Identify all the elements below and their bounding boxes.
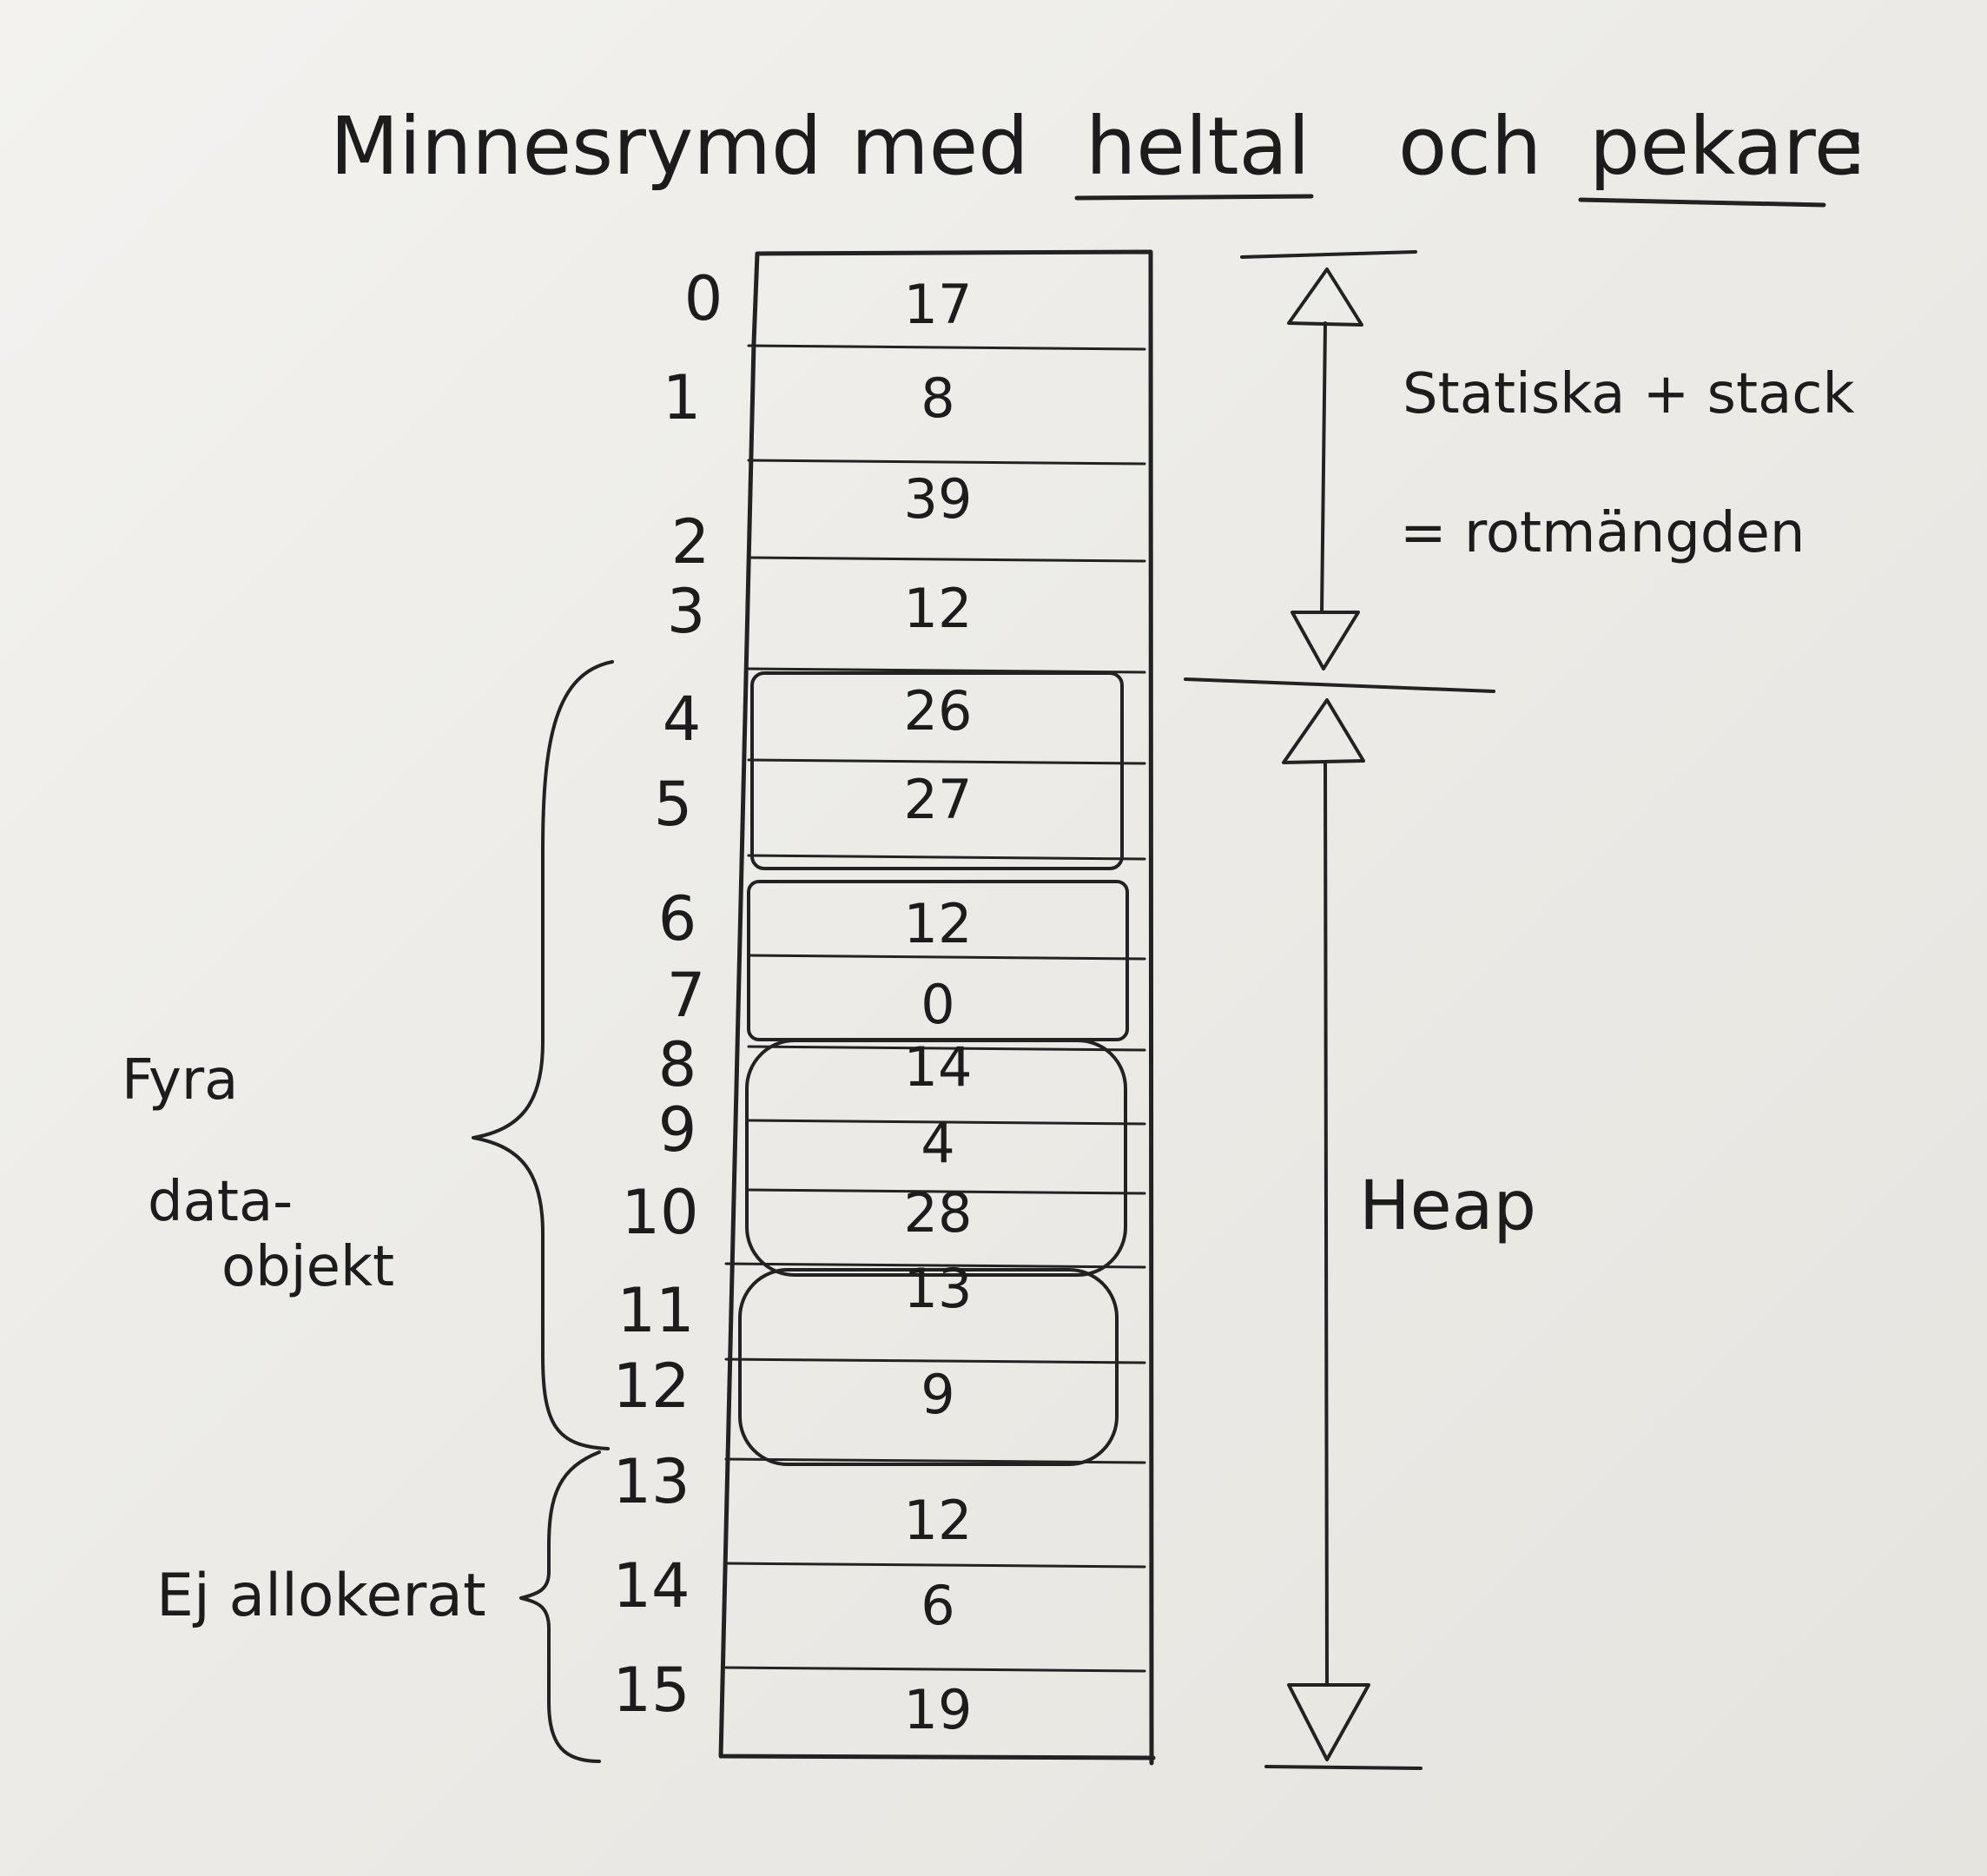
cell-divider-3 [747,556,1146,563]
cell-value-13: 12 [904,1489,973,1552]
cell-divider-8 [747,1045,1146,1052]
address-8: 8 [658,1029,697,1100]
address-3: 3 [667,576,706,647]
cell-divider-13 [724,1457,1146,1464]
underline-pekare [1578,197,1826,208]
data-object-3-box [745,1039,1127,1277]
unallocated-brace: Ej allokerat [156,1450,601,1763]
address-2: 2 [671,506,710,578]
root-heap-boundary [1184,677,1495,693]
cell-value-4: 26 [904,679,973,743]
address-11: 11 [617,1275,694,1346]
cell-value-8: 14 [904,1035,973,1099]
address-10: 10 [621,1177,698,1248]
cell-divider-1 [747,344,1146,351]
unallocated-brace-path [519,1450,601,1763]
cell-value-0: 17 [904,273,973,336]
data-objects-label-2: data- [148,1170,293,1234]
heap-bottom-tick [1264,1765,1423,1770]
cell-value-15: 19 [904,1678,973,1741]
cell-dividers [724,344,1146,1673]
address-0: 0 [684,263,723,334]
cell-value-11: 13 [904,1257,973,1320]
cell-value-1: 8 [921,367,954,430]
cell-value-3: 12 [904,577,973,640]
cell-divider-14 [724,1562,1146,1569]
underline-heltal [1074,194,1314,201]
root-down-arrowhead [1291,611,1360,670]
data-object-4-box [738,1268,1119,1466]
root-set-label-2: = rotmängden [1400,501,1805,565]
heap-range: Heap [1264,698,1536,1770]
cell-value-5: 27 [904,768,973,831]
address-9: 9 [658,1094,697,1166]
address-15: 15 [612,1655,690,1726]
cell-divider-6 [747,854,1146,861]
data-objects-label-1: Fyra [122,1048,238,1113]
data-object-1-box [750,671,1124,870]
root-top-tick [1240,250,1417,259]
title-word-6: : [1841,100,1868,193]
data-objects-label-3: objekt [221,1235,394,1299]
heap-up-arrowhead [1282,698,1365,764]
cell-value-7: 0 [921,973,954,1036]
address-7: 7 [667,960,706,1031]
address-12: 12 [612,1351,690,1422]
data-objects-brace: Fyra data- objekt [122,660,614,1450]
cell-divider-15 [724,1666,1146,1673]
title-word-4: och [1398,100,1541,193]
root-set-range: Statiska + stack = rotmängden [1184,250,1855,693]
cell-value-2: 39 [904,467,973,531]
heap-arrow-shaft [1324,761,1329,1687]
address-4: 4 [663,684,702,755]
cell-divider-9 [747,1119,1146,1126]
root-up-arrowhead [1287,268,1363,327]
unallocated-label: Ej allokerat [156,1562,486,1630]
root-set-label-1: Statiska + stack [1403,362,1855,426]
data-objects-brace-path [472,660,614,1450]
cell-divider-5 [747,758,1146,765]
address-13: 13 [612,1446,690,1517]
title-word-1: Minnesrymd [330,100,822,193]
heap-label: Heap [1359,1167,1536,1245]
cell-value-12: 9 [921,1363,954,1426]
address-1: 1 [663,362,702,433]
cell-value-6: 12 [904,892,973,955]
cell-divider-11 [724,1262,1146,1269]
address-14: 14 [612,1550,690,1622]
title: Minnesrymd med heltal och pekare : [330,100,1868,208]
cell-divider-7 [747,954,1146,961]
cell-value-10: 28 [904,1181,973,1245]
cell-value-9: 4 [921,1112,954,1175]
title-word-5: pekare [1589,100,1863,193]
cell-value-14: 6 [921,1574,954,1637]
cell-values: 17 8 39 12 26 27 12 014 428 13 9 12 6 19 [904,273,973,1741]
memory-column-outline [718,249,1156,1766]
cell-divider-2 [747,459,1146,466]
cell-divider-10 [747,1188,1146,1195]
title-word-2: med [851,100,1029,193]
heap-down-arrowhead [1287,1683,1370,1761]
address-6: 6 [658,883,697,955]
title-word-3: heltal [1086,100,1310,193]
data-object-boxes [738,671,1129,1466]
address-5: 5 [654,769,693,840]
cell-divider-12 [724,1357,1146,1364]
root-arrow-shaft [1320,321,1327,614]
